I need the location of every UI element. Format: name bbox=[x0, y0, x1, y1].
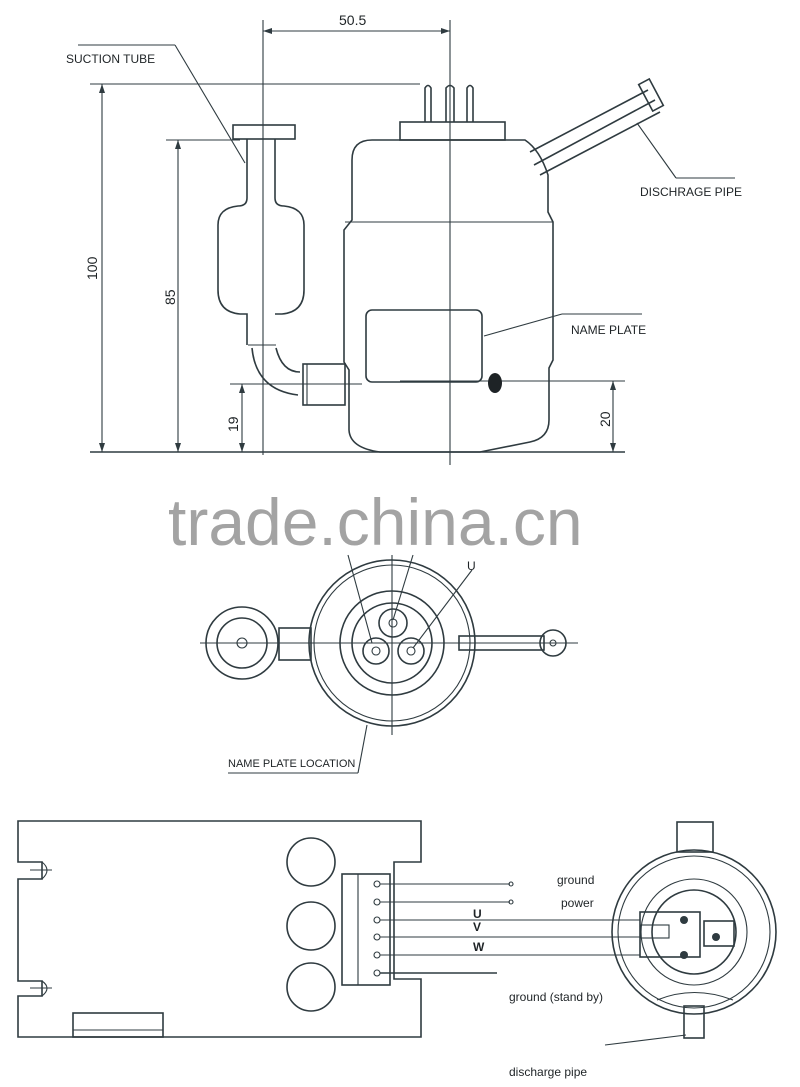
label-suction-tube: SUCTION TUBE bbox=[66, 52, 155, 66]
label-w: W bbox=[473, 940, 485, 954]
wiring-view: ground power U V W ground (stand by) dis… bbox=[17, 820, 777, 1079]
label-u: U bbox=[473, 907, 482, 921]
dim-height-suction: 19 bbox=[225, 416, 241, 432]
label-discharge-pipe: DISCHRAGE PIPE bbox=[640, 185, 742, 199]
label-ground-standby: ground (stand by) bbox=[509, 990, 603, 1004]
label-terminal-u: U bbox=[467, 559, 476, 573]
dim-height-accumulator: 85 bbox=[162, 289, 178, 305]
label-v: V bbox=[473, 920, 481, 934]
label-ground: ground bbox=[557, 873, 594, 887]
dim-height-total: 100 bbox=[84, 256, 100, 280]
label-name-plate: NAME PLATE bbox=[571, 323, 646, 337]
top-view: U NAME PLATE LOCATION bbox=[200, 554, 578, 774]
watermark: trade.china.cn bbox=[168, 485, 583, 559]
dim-width-top: 50.5 bbox=[339, 12, 366, 28]
label-discharge-pipe-bottom: discharge pipe bbox=[509, 1065, 587, 1079]
dim-height-nameplate: 20 bbox=[597, 411, 613, 427]
label-power: power bbox=[561, 896, 594, 910]
label-name-plate-location: NAME PLATE LOCATION bbox=[228, 758, 355, 770]
side-view: 50.5 100 85 19 20 bbox=[66, 12, 742, 465]
